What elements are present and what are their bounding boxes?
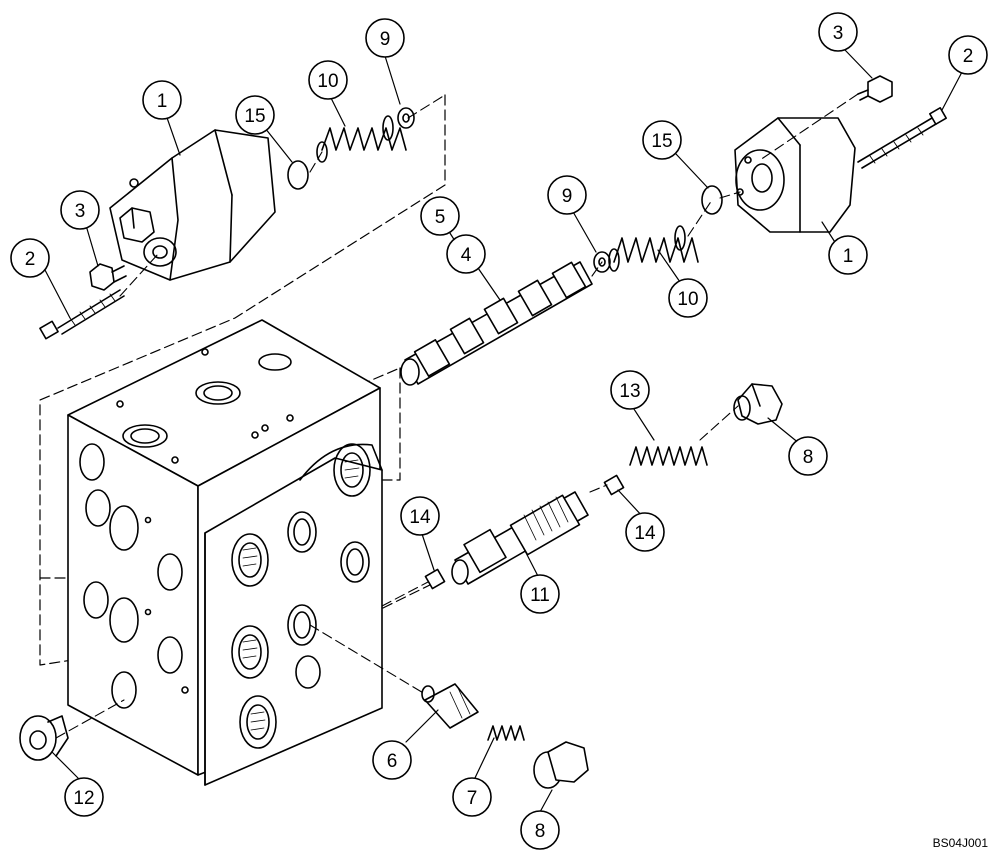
callout-c14b: 14 (625, 512, 665, 552)
plug-14-right (603, 474, 625, 496)
callout-c3b: 3 (818, 12, 858, 52)
o-ring-right (701, 185, 723, 215)
callout-circle (452, 777, 492, 817)
assembly-lines (55, 93, 859, 739)
spring-left (316, 115, 407, 163)
callout-c2b: 2 (948, 35, 988, 75)
callout-c7: 7 (452, 777, 492, 817)
callout-label: 15 (651, 131, 672, 152)
callout-c4: 4 (446, 234, 486, 274)
valve-body (39, 94, 446, 786)
washer-right (593, 251, 611, 273)
callout-c11: 11 (520, 574, 560, 614)
plug-14-left (424, 568, 446, 590)
callout-circle (610, 370, 650, 410)
callout-circle (60, 190, 100, 230)
secondary-spool (451, 491, 589, 585)
callout-c10b: 10 (668, 278, 708, 318)
fitting-right (857, 75, 893, 103)
plug-8-upper (733, 383, 783, 425)
callout-c6: 6 (372, 740, 412, 780)
end-cap-right (734, 117, 856, 233)
callout-label: 1 (843, 246, 854, 267)
o-ring-left (287, 160, 309, 190)
spool (400, 261, 593, 386)
callout-circle (142, 80, 182, 120)
callout-c12: 12 (64, 777, 104, 817)
callout-c15a: 15 (235, 95, 275, 135)
callout-circle (625, 512, 665, 552)
spring-7 (487, 725, 525, 741)
callout-circle (365, 18, 405, 58)
callout-c3a: 3 (60, 190, 100, 230)
washer-left (397, 107, 415, 129)
callout-label: 10 (677, 289, 698, 310)
callout-circle (520, 574, 560, 614)
callout-label: 13 (619, 381, 640, 402)
callout-circle (308, 60, 348, 100)
callout-circle (446, 234, 486, 274)
fitting-left (89, 263, 127, 291)
cap-screw-right (857, 107, 947, 169)
callout-label: 14 (409, 507, 431, 528)
callout-c8a: 8 (788, 436, 828, 476)
cap-screw-left (39, 289, 125, 340)
callout-label: 8 (803, 447, 814, 468)
callout-label: 1 (157, 91, 168, 112)
callout-c13: 13 (610, 370, 650, 410)
callout-label: 15 (244, 106, 265, 127)
relief-valve (421, 683, 479, 729)
callout-label: 12 (73, 788, 94, 809)
callout-c10a: 10 (308, 60, 348, 100)
callout-label: 14 (634, 523, 656, 544)
plug-8-lower (533, 741, 589, 789)
callout-circle (235, 95, 275, 135)
spring-right (608, 225, 699, 272)
callout-circle (10, 238, 50, 278)
end-cap-left (109, 129, 276, 281)
callout-circle (400, 496, 440, 536)
callout-c5: 5 (420, 196, 460, 236)
plug-12 (19, 715, 69, 761)
callout-circle (788, 436, 828, 476)
callout-c9a: 9 (365, 18, 405, 58)
callout-label: 2 (963, 46, 974, 67)
callout-circle (818, 12, 858, 52)
callout-circle (372, 740, 412, 780)
callout-c2a: 2 (10, 238, 50, 278)
callout-label: 10 (317, 71, 338, 92)
callout-c9b: 9 (547, 175, 587, 215)
callout-c14a: 14 (400, 496, 440, 536)
callout-label: 11 (530, 585, 550, 606)
callout-label: 3 (833, 23, 844, 44)
callout-label: 5 (435, 207, 446, 228)
callout-circle (420, 196, 460, 236)
callout-label: 6 (387, 751, 398, 772)
spring-13 (629, 446, 708, 466)
callout-c15b: 15 (642, 120, 682, 160)
callout-circle (642, 120, 682, 160)
callout-label: 9 (562, 186, 573, 207)
callout-circle (64, 777, 104, 817)
callout-circle (668, 278, 708, 318)
callout-circle (547, 175, 587, 215)
callout-label: 4 (461, 245, 472, 266)
callout-circle (828, 235, 868, 275)
callout-label: 8 (535, 821, 546, 842)
callout-circle (948, 35, 988, 75)
callout-c1b: 1 (828, 235, 868, 275)
callout-c1a: 1 (142, 80, 182, 120)
callout-c8b: 8 (520, 810, 560, 850)
callout-label: 2 (25, 249, 36, 270)
callout-label: 9 (380, 29, 391, 50)
drawing-code: BS04J001 (932, 836, 988, 850)
callout-circle (520, 810, 560, 850)
callout-label: 3 (75, 201, 86, 222)
callout-label: 7 (467, 788, 478, 809)
